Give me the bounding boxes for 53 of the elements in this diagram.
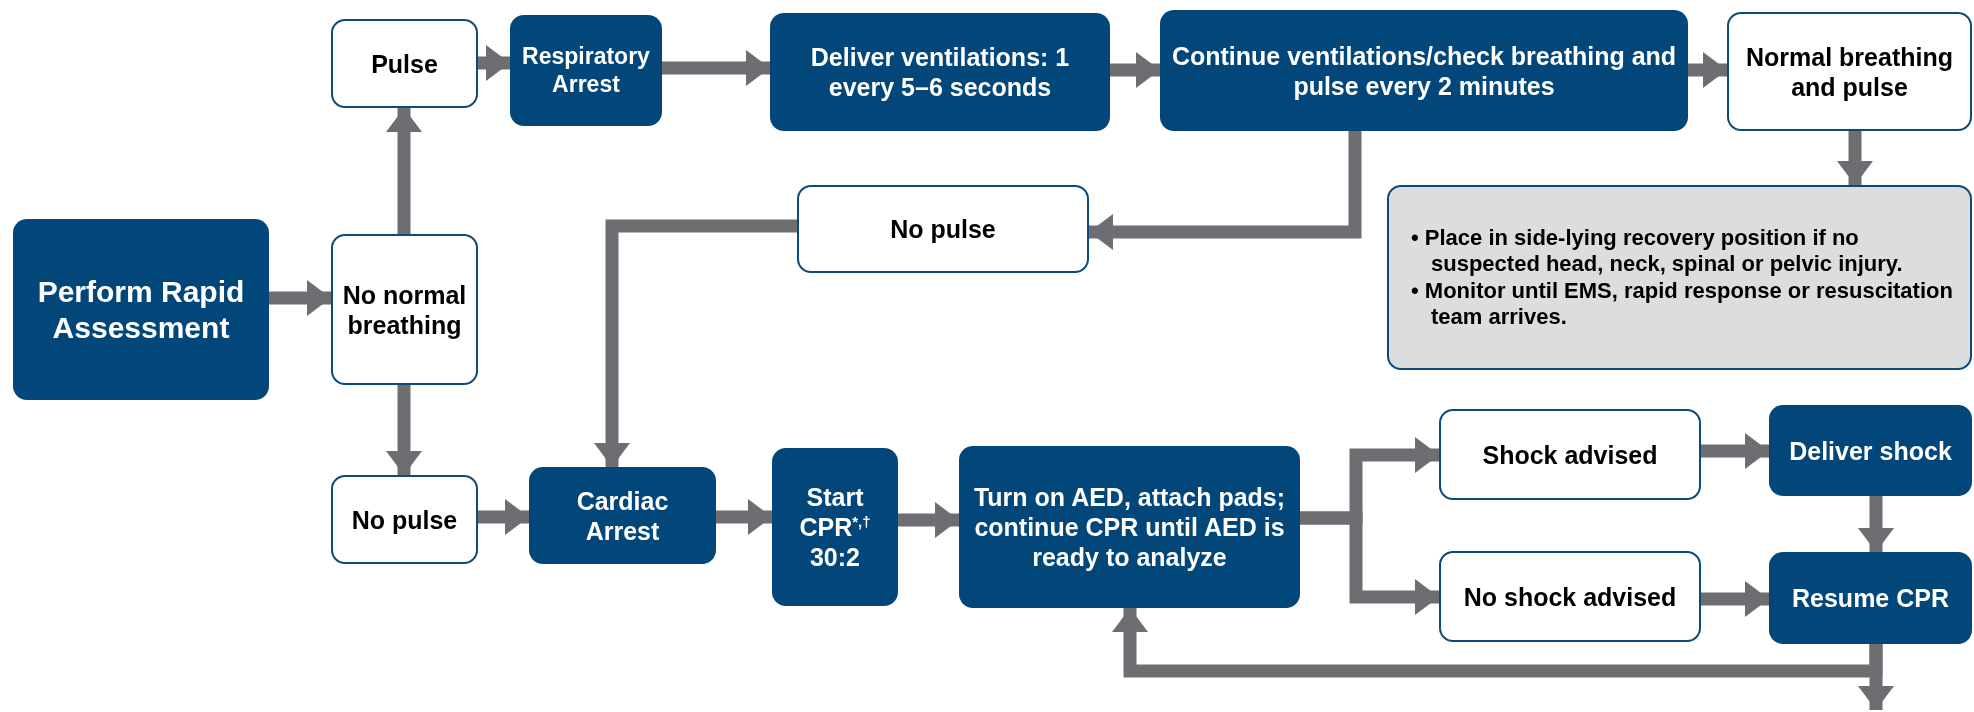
arrow: [662, 50, 770, 86]
arrow: [1701, 433, 1769, 469]
step-text: Resume CPR: [1792, 583, 1949, 613]
step-text: No pulse: [890, 214, 996, 244]
process-box: [13, 219, 269, 400]
step-text: Perform Rapid Assessment: [36, 273, 246, 346]
note-text: • Monitor until EMS, rapid response or resuscitation team arrives.: [1411, 277, 1954, 331]
step-text: No shock advised: [1463, 581, 1677, 612]
condition-box: [1439, 409, 1701, 500]
arrow: [478, 45, 510, 81]
process-box: [1160, 10, 1688, 131]
arrow: [386, 385, 422, 475]
condition-box: [1439, 551, 1701, 642]
arrow: [1701, 581, 1769, 617]
arrow: [898, 502, 959, 538]
process-box: [959, 446, 1300, 608]
arrow: [1110, 52, 1160, 88]
arrow: [1688, 52, 1727, 88]
step-text: Pulse: [371, 48, 438, 79]
step-text: No pulse: [351, 504, 458, 535]
condition-box: [331, 234, 478, 385]
step-text: Cardiac Arrest: [575, 485, 670, 546]
arrow: [1858, 644, 1894, 710]
process-box: [772, 448, 898, 606]
arrow: [594, 219, 797, 467]
arrow: [716, 499, 772, 535]
process-box: [1769, 552, 1972, 644]
arrow: [1089, 131, 1362, 250]
step-text: Respiratory Arrest: [521, 42, 651, 99]
process-box: [529, 467, 716, 564]
note-text: • Place in side-lying recovery position if no suspected head, neck, spinal or pelvic injury.: [1411, 224, 1904, 278]
arrow: [478, 499, 529, 535]
arrow: [1300, 511, 1439, 615]
arrow: [1858, 496, 1894, 552]
step-text: Deliver shock: [1789, 435, 1952, 466]
step-text: Turn on AED, attach pads; continue CPR until AED is ready to analyze: [972, 482, 1287, 572]
condition-box: [331, 19, 478, 108]
step-text: No normal breathing: [341, 279, 468, 340]
arrow: [1837, 131, 1873, 185]
process-box: [510, 15, 662, 126]
step-text: Start CPR$^{*,†}$ 30:2: [798, 482, 872, 572]
condition-box: [1727, 12, 1972, 131]
note-box: [1387, 185, 1972, 370]
step-text: Continue ventilations/check breathing and pulse every 2 minutes: [1170, 40, 1678, 101]
arrow: [269, 280, 331, 316]
condition-box: [797, 185, 1089, 273]
step-text: Normal breathing and pulse: [1745, 41, 1954, 102]
arrow: [386, 108, 422, 234]
process-box: [1769, 405, 1972, 496]
step-text: Deliver ventilations: 1 every 5–6 seconds: [809, 42, 1071, 102]
process-box: [770, 13, 1110, 131]
condition-box: [331, 475, 478, 564]
step-text: Shock advised: [1482, 439, 1658, 470]
